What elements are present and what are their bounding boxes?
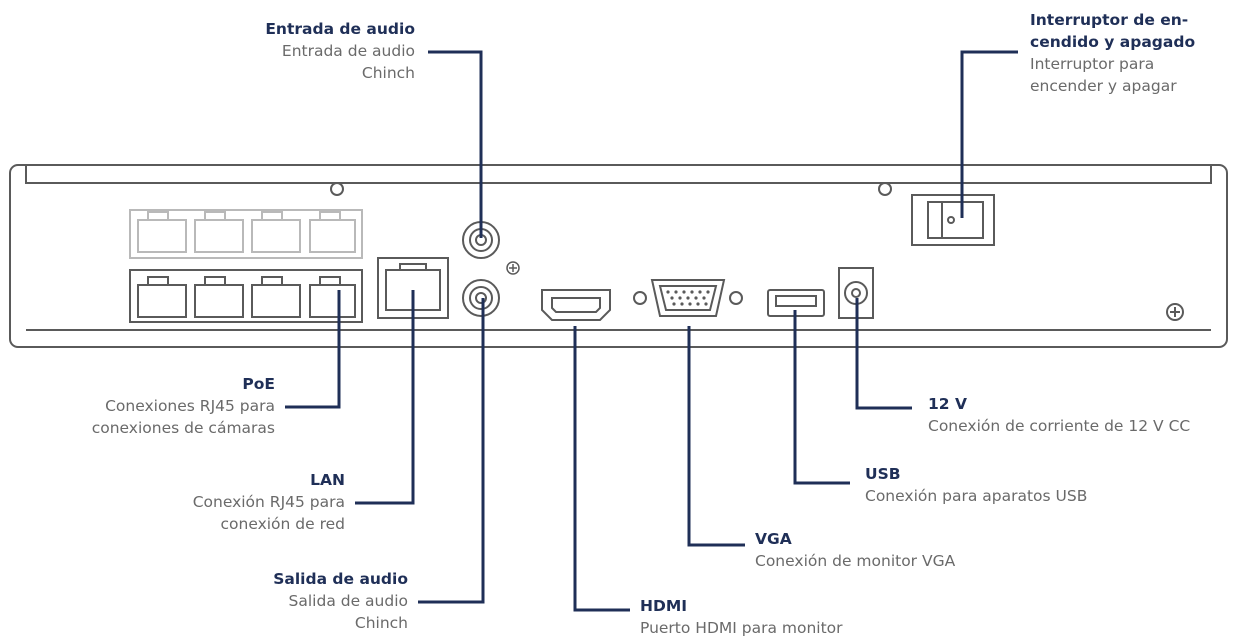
leader-line-audio-out: [418, 298, 485, 604]
leader-line-vga: [687, 326, 745, 547]
callout-hdmi: HDMI Puerto HDMI para monitor: [640, 595, 940, 639]
callout-power-switch: Interruptor de en- cendido y apagado Int…: [1030, 9, 1230, 97]
power-switch: [911, 194, 995, 246]
vga-pins: [666, 290, 710, 306]
callout-audio-in: Entrada de audio Entrada de audio Chinch: [165, 18, 415, 84]
callout-lan: LAN Conexión RJ45 para conexión de red: [100, 469, 345, 535]
callout-12v-desc: Conexión de corriente de 12 V CC: [928, 417, 1191, 435]
callout-vga: VGA Conexión de monitor VGA: [755, 528, 1055, 572]
screw-hole-left: [330, 182, 344, 196]
callout-12v-title: 12 V: [928, 395, 967, 413]
callout-power-switch-desc: Interruptor para encender y apagar: [1030, 55, 1177, 95]
callout-audio-in-desc: Entrada de audio Chinch: [281, 42, 415, 82]
device-chassis: [9, 164, 1228, 348]
leader-line-usb: [793, 310, 850, 485]
callout-usb-desc: Conexión para aparatos USB: [865, 487, 1088, 505]
leader-line-12v: [855, 298, 912, 410]
poe-port-row-top: [129, 209, 363, 259]
callout-power-switch-title: Interruptor de en- cendido y apagado: [1030, 11, 1196, 51]
callout-lan-desc: Conexión RJ45 para conexión de red: [192, 493, 345, 533]
callout-hdmi-desc: Puerto HDMI para monitor: [640, 619, 843, 637]
callout-lan-title: LAN: [310, 471, 345, 489]
callout-audio-out-desc: Salida de audio Chinch: [288, 592, 408, 632]
callout-usb: USB Conexión para aparatos USB: [865, 463, 1165, 507]
leader-line-poe: [285, 290, 341, 409]
callout-poe-title: PoE: [242, 375, 275, 393]
ground-screw-small: [506, 261, 520, 275]
poe-port-row: [129, 269, 363, 323]
leader-line-power-switch: [960, 50, 1018, 218]
callout-audio-in-title: Entrada de audio: [265, 20, 415, 38]
hdmi-port: [541, 289, 611, 321]
callout-usb-title: USB: [865, 465, 901, 483]
leader-line-audio-in: [428, 50, 483, 238]
callout-poe-desc: Conexiones RJ45 para conexiones de cámar…: [91, 397, 275, 437]
leader-line-hdmi: [573, 326, 630, 612]
audio-out-jack: [462, 279, 500, 317]
vga-port: [633, 279, 743, 317]
ground-screw-icon: [1166, 303, 1184, 321]
callout-hdmi-title: HDMI: [640, 597, 688, 615]
callout-audio-out: Salida de audio Salida de audio Chinch: [160, 568, 408, 634]
leader-line-lan: [355, 290, 415, 505]
callout-vga-desc: Conexión de monitor VGA: [755, 552, 956, 570]
callout-poe: PoE Conexiones RJ45 para conexiones de c…: [20, 373, 275, 439]
callout-vga-title: VGA: [755, 530, 792, 548]
screw-hole-right: [878, 182, 892, 196]
callout-audio-out-title: Salida de audio: [273, 570, 408, 588]
callout-12v: 12 V Conexión de corriente de 12 V CC: [928, 393, 1233, 437]
